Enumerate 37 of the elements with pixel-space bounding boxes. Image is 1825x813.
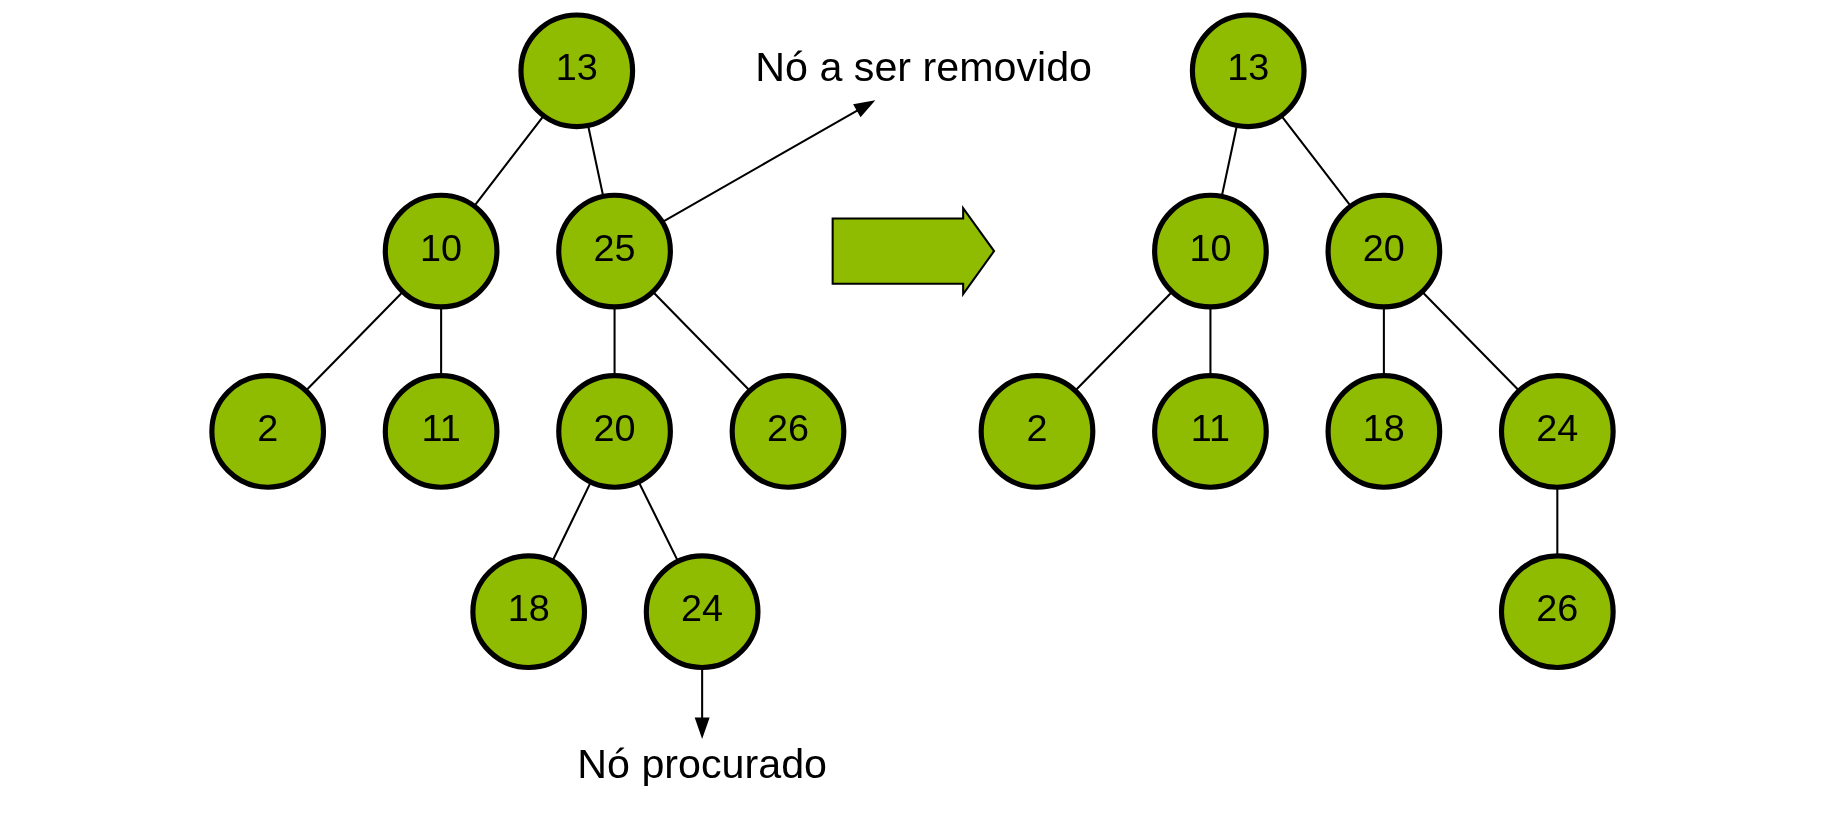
node-circle: 10 xyxy=(1152,192,1269,310)
node-circle: 10 xyxy=(382,192,500,310)
node-circle: 11 xyxy=(1152,373,1269,490)
connector xyxy=(1209,307,1212,376)
connector xyxy=(613,307,616,376)
node-circle: 20 xyxy=(1325,192,1443,310)
connector xyxy=(1556,487,1559,556)
connector xyxy=(551,481,592,562)
connector xyxy=(440,307,443,376)
arrow xyxy=(694,668,710,739)
node-circle: 18 xyxy=(470,553,588,671)
connector xyxy=(1074,291,1173,392)
arrow xyxy=(662,100,876,223)
node-circle: 13 xyxy=(518,12,636,130)
node-circle: 26 xyxy=(729,373,847,490)
node-circle: 2 xyxy=(978,373,1096,490)
node-circle: 24 xyxy=(643,553,761,671)
connector xyxy=(473,115,545,207)
connector xyxy=(1280,115,1352,207)
node-text: Nó procurado xyxy=(577,740,827,787)
node-circle: 25 xyxy=(556,192,673,310)
node-circle: 20 xyxy=(556,373,673,490)
node-arrow xyxy=(831,204,996,298)
connector xyxy=(305,291,404,392)
connector xyxy=(1220,125,1238,197)
node-circle: 13 xyxy=(1189,12,1307,130)
node-text: Nó a ser removido xyxy=(755,44,1092,91)
connector xyxy=(1421,291,1520,392)
node-circle: 24 xyxy=(1498,373,1616,490)
node-circle: 11 xyxy=(382,373,500,490)
node-circle: 26 xyxy=(1498,553,1616,671)
connector xyxy=(637,481,679,562)
connector xyxy=(587,125,605,197)
node-circle: 18 xyxy=(1325,373,1443,490)
connector xyxy=(1382,307,1385,376)
connector xyxy=(652,291,751,392)
node-circle: 2 xyxy=(209,373,327,490)
